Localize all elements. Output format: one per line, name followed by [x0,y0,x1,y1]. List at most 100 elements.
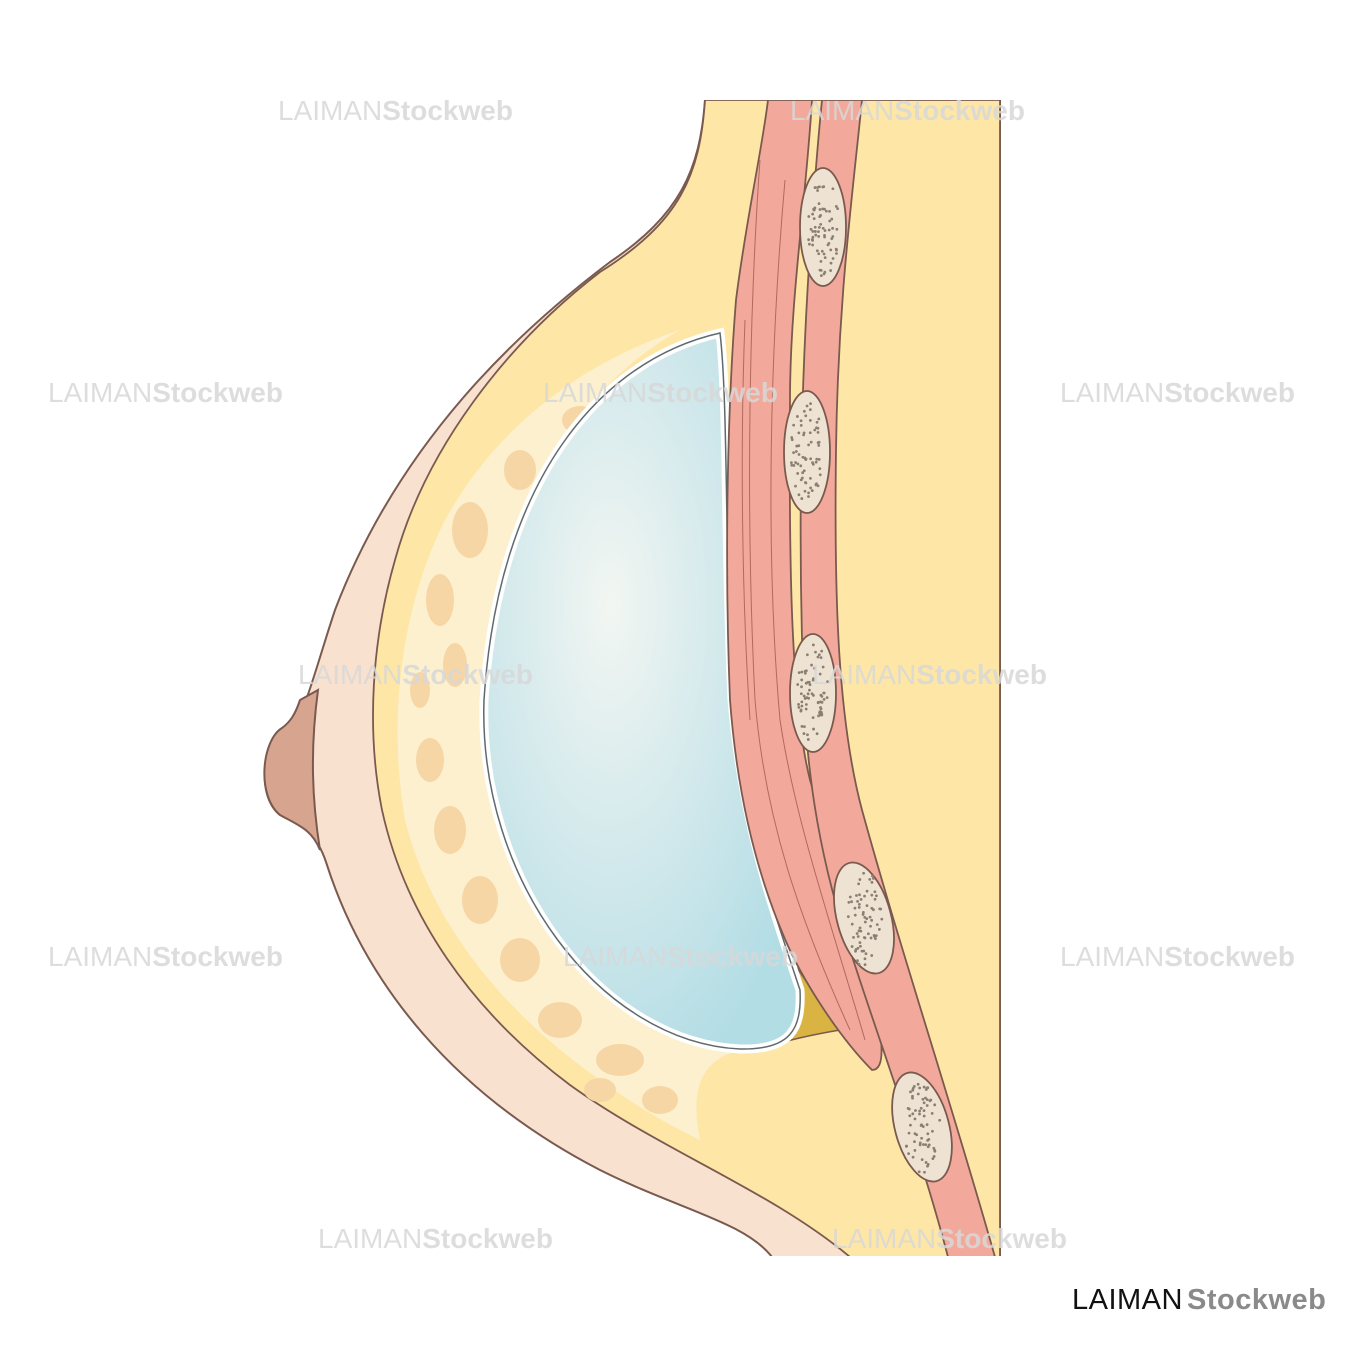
marrow-dot [800,670,804,674]
marrow-dot [858,893,861,897]
marrow-dot [823,270,827,274]
marrow-dot [855,894,858,897]
marrow-dot [817,235,821,238]
marrow-dot [800,685,803,689]
marrow-dot [797,671,801,675]
marrow-dot [831,235,835,238]
marrow-dot [870,954,874,957]
marrow-dot [925,1123,929,1127]
marrow-dot [911,1155,915,1159]
marrow-dot [862,871,866,875]
marrow-dot [920,1136,924,1140]
marrow-dot [800,724,804,728]
marrow-dot [875,894,878,898]
marrow-dot [907,1131,911,1135]
marrow-dot [796,472,800,475]
marrow-dot [809,440,813,444]
marrow-dot [812,727,815,731]
marrow-dot [806,692,810,696]
marrow-dot [816,655,820,659]
marrow-dot [823,234,826,237]
svg-text:LAIMANStockweb: LAIMANStockweb [278,95,513,126]
marrow-dot [918,1143,922,1147]
marrow-dot [810,489,814,492]
marrow-dot [799,709,803,713]
marrow-dot [879,907,883,911]
marrow-dot [822,252,826,256]
marrow-dot [817,714,820,718]
marrow-dot [911,1088,915,1092]
svg-text:LAIMANStockweb: LAIMANStockweb [790,95,1025,126]
marrow-dot [806,738,810,741]
svg-text:LAIMANStockweb: LAIMANStockweb [543,377,778,408]
marrow-dot [811,238,814,242]
marrow-dot [808,419,812,422]
marrow-dot [817,226,821,229]
marrow-dot [790,463,794,467]
marrow-dot [920,1158,924,1162]
marrow-dot [926,1132,930,1136]
marrow-dot [931,1157,935,1161]
marrow-dot [818,473,822,477]
marrow-dot [812,677,815,681]
marrow-dot [792,451,795,455]
marrow-dot [804,414,808,418]
marrow-dot [870,918,874,922]
marrow-dot [880,917,884,921]
marrow-dot [926,1163,930,1166]
marrow-dot [821,226,825,230]
marrow-dot [875,923,879,927]
svg-text:LAIMANStockweb: LAIMANStockweb [563,941,798,972]
svg-text:LAIMANStockweb: LAIMANStockweb [298,659,533,690]
marrow-dot [931,1129,934,1133]
marrow-dot [800,704,804,708]
marrow-dot [819,656,823,660]
marrow-dot [817,202,821,206]
marrow-dot [925,1098,929,1102]
marrow-dot [819,222,823,226]
marrow-dot [853,913,857,917]
marrow-dot [797,453,801,456]
marrow-dot [877,928,881,931]
marrow-dot [800,476,804,480]
marrow-dot [823,256,827,260]
marrow-dot [817,458,821,461]
marrow-dot [815,426,818,430]
marrow-dot [924,1088,928,1091]
marrow-dot [800,497,804,500]
marrow-dot [854,949,857,953]
marrow-dot [860,949,864,953]
marrow-dot [829,261,833,265]
marrow-dot [850,922,854,926]
marrow-dot [850,900,853,904]
marrow-dot [874,934,878,938]
marrow-dot [919,1106,923,1110]
marrow-dot [866,932,870,936]
marrow-dot [816,189,819,192]
marrow-dot [811,243,815,247]
marrow-dot [863,963,867,967]
marrow-dot [823,207,826,211]
marrow-dot [807,443,811,447]
marrow-dot [812,207,816,211]
marrow-dot [873,890,877,894]
marrow-dot [811,230,815,233]
marrow-dot [861,913,865,916]
rib [783,390,831,514]
marrow-dot [869,924,872,928]
marrow-dot [914,1109,917,1112]
marrow-dot [858,941,862,945]
logo-part1: LAIMAN [1072,1284,1183,1316]
marrow-dot [792,423,796,427]
marrow-dot [913,1140,916,1144]
marrow-dot [863,920,867,924]
marrow-dot [790,436,794,439]
marrow-dot [858,926,862,930]
marrow-dot [804,703,808,706]
marrow-dot [809,486,812,490]
marrow-dot [823,229,827,232]
marrow-dot [802,409,806,413]
marrow-dot [918,1112,921,1116]
gland-lobules [410,406,678,1114]
muscle-fibers [741,159,866,1041]
